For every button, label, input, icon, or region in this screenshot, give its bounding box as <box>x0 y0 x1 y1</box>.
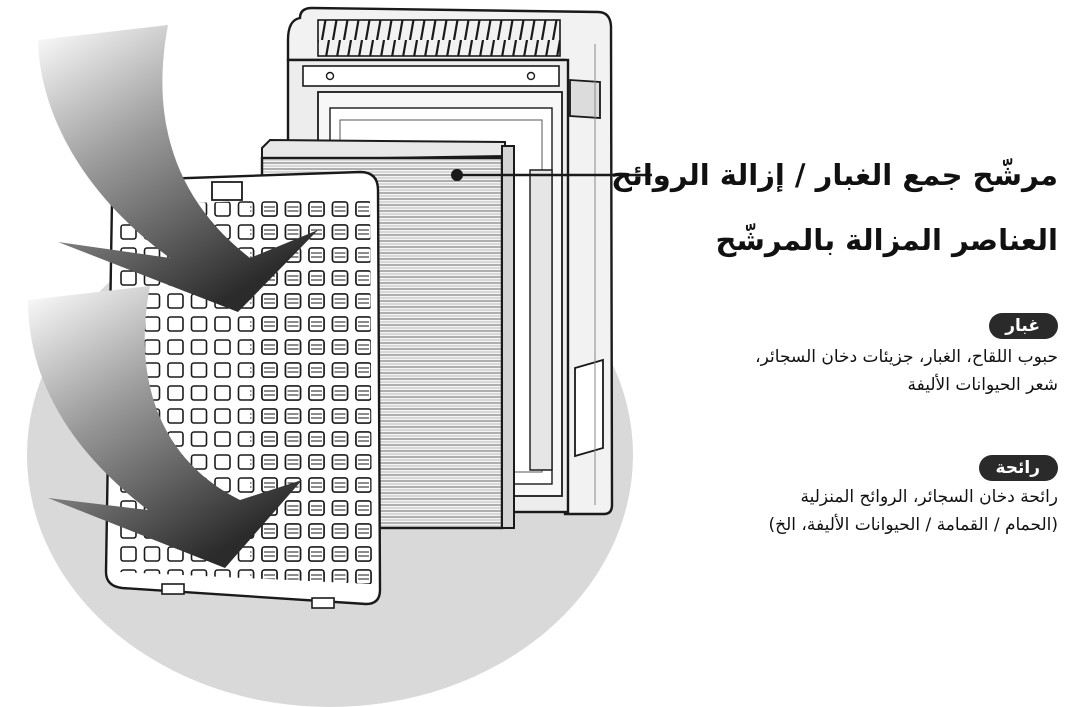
category-text-dust: حبوب اللقاح، الغبار، جزيئات دخان السجائر… <box>755 347 1058 395</box>
filter-pointer-dot-icon <box>451 169 463 181</box>
airflow-arrow-bottom <box>28 286 302 568</box>
category-badge-odor: رائحة <box>979 455 1058 481</box>
airflow-arrow-top <box>38 25 318 312</box>
filter-name-label: مرشّح جمع الغبار / إزالة الروائح <box>611 158 1058 192</box>
category-text-odor: رائحة دخان السجائر، الروائح المنزلية (ال… <box>768 487 1058 535</box>
category-badge-dust: غبار <box>989 313 1058 339</box>
removed-items-heading: العناصر المزالة بالمرشّح <box>715 223 1058 257</box>
